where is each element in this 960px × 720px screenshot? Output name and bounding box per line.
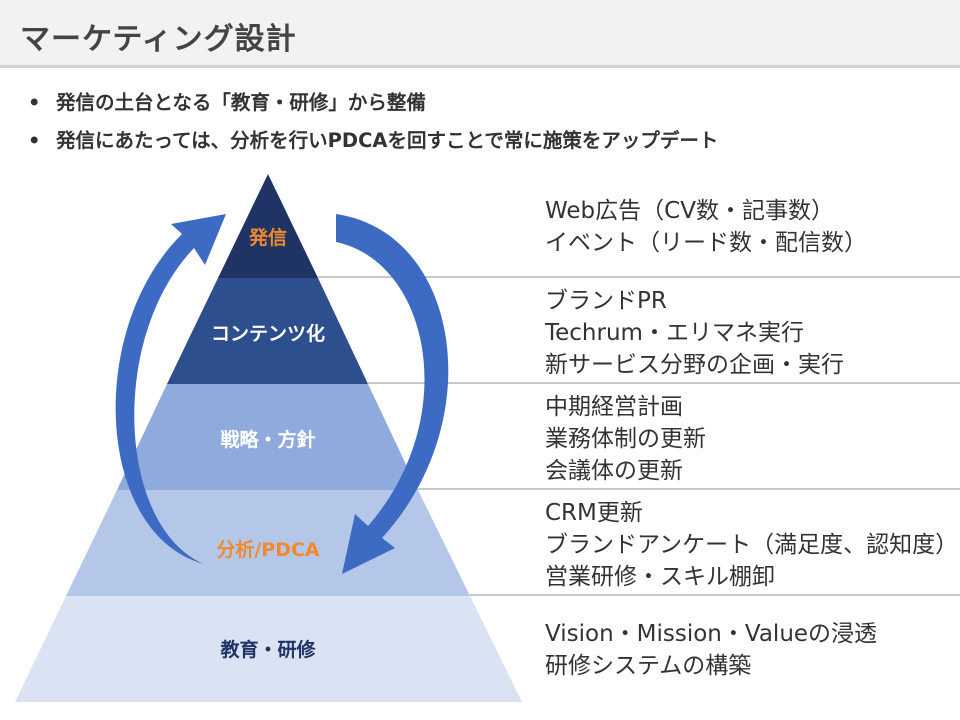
description-line: 研修システムの構築: [545, 653, 752, 679]
description-line: CRM更新: [545, 500, 643, 526]
pyramid-layer-strategy: [117, 384, 418, 490]
layer-label-strategy: 戦略・方針: [220, 428, 315, 451]
description-analysis: CRM更新 ブランドアンケート（満足度、認知度） 営業研修・スキル棚卸: [545, 497, 958, 593]
title-bar: マーケティング設計: [0, 0, 960, 68]
pyramid-layer-analysis: [66, 490, 470, 596]
bullet-list: 発信の土台となる「教育・研修」から整備 発信にあたっては、分析を行いPDCAを回…: [28, 86, 718, 162]
description-line: 営業研修・スキル棚卸: [545, 564, 775, 590]
pyramid-layer-education: [15, 596, 522, 702]
description-line: イベント（リード数・配信数）: [545, 230, 867, 256]
description-line: Vision・Mission・Valueの浸透: [545, 621, 878, 647]
cycle-arrow-up-icon: [115, 214, 226, 564]
description-line: 中期経営計画: [545, 394, 683, 420]
description-contents: ブランドPR Techrum・エリマネ実行 新サービス分野の企画・実行: [545, 285, 844, 381]
description-line: 業務体制の更新: [545, 426, 706, 452]
layer-label-hasshin: 発信: [248, 226, 287, 249]
description-line: ブランドアンケート（満足度、認知度）: [545, 532, 959, 558]
bullet-item: 発信の土台となる「教育・研修」から整備: [28, 86, 718, 124]
pyramid-layer-contents: [167, 278, 368, 384]
description-line: 会議体の更新: [545, 458, 683, 484]
description-education: Vision・Mission・Valueの浸透 研修システムの構築: [545, 618, 877, 682]
description-line: Techrum・エリマネ実行: [545, 320, 804, 346]
page-title: マーケティング設計: [20, 22, 297, 57]
description-line: 新サービス分野の企画・実行: [545, 352, 844, 378]
bullet-item: 発信にあたっては、分析を行いPDCAを回すことで常に施策をアップデート: [28, 124, 718, 162]
description-hasshin: Web広告（CV数・記事数） イベント（リード数・配信数）: [545, 195, 867, 259]
layer-label-analysis: 分析/PDCA: [216, 538, 320, 561]
description-line: ブランドPR: [545, 288, 667, 314]
layer-label-education: 教育・研修: [220, 638, 316, 661]
layer-label-contents: コンテンツ化: [211, 322, 325, 345]
description-line: Web広告（CV数・記事数）: [545, 198, 834, 224]
pyramid-layer-hasshin: [218, 174, 318, 278]
cycle-arrow-down-icon: [336, 214, 449, 574]
description-strategy: 中期経営計画 業務体制の更新 会議体の更新: [545, 391, 706, 487]
